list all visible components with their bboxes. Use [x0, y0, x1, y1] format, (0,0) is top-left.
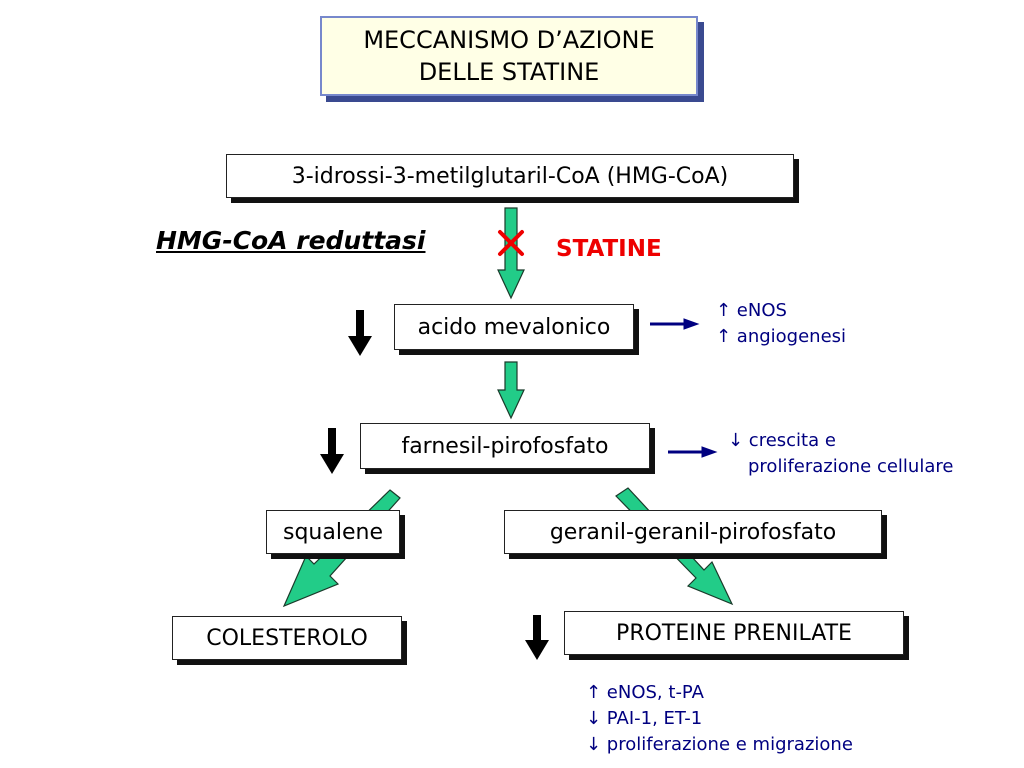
node-proteine-prenilate-label: PROTEINE PRENILATE [616, 620, 852, 646]
node-squalene: squalene [266, 510, 400, 554]
node-hmg-coa: 3-idrossi-3-metilglutaril-CoA (HMG-CoA) [226, 154, 794, 198]
node-farnesil-pirofosfato-label: farnesil-pirofosfato [401, 433, 609, 459]
cross-icon [498, 230, 524, 256]
down-arrow-icon [320, 428, 344, 474]
effect-line: ↓ PAI-1, ET-1 [586, 708, 703, 729]
node-geranil-geranil-pirofosfato: geranil-geranil-pirofosfato [504, 510, 882, 554]
node-geranil-label: geranil-geranil-pirofosfato [549, 519, 837, 545]
node-acido-mevalonico: acido mevalonico [394, 304, 634, 350]
effect-line: proliferazione cellulare [748, 456, 954, 477]
node-proteine-prenilate: PROTEINE PRENILATE [564, 611, 904, 655]
effect-line: ↑ eNOS [716, 300, 787, 321]
down-arrow-icon [348, 310, 372, 356]
node-hmg-coa-label: 3-idrossi-3-metilglutaril-CoA (HMG-CoA) [291, 163, 729, 189]
node-squalene-label: squalene [283, 519, 383, 545]
effects-mevalonico: ↑ eNOS ↑ angiogenesi [716, 298, 846, 350]
effect-line: ↑ angiogenesi [716, 326, 847, 347]
effect-line: ↓ proliferazione e migrazione [586, 734, 853, 755]
effect-line: ↓ crescita e [728, 430, 836, 451]
right-arrow-icon [650, 318, 700, 330]
node-acido-mevalonico-label: acido mevalonico [417, 314, 611, 340]
node-colesterolo: COLESTEROLO [172, 616, 402, 660]
right-arrow-icon [668, 446, 718, 458]
inhibitor-label: STATINE [556, 236, 662, 262]
effect-line: ↑ eNOS, t-PA [586, 682, 704, 703]
title-line-2: DELLE STATINE [418, 58, 600, 86]
node-farnesil-pirofosfato: farnesil-pirofosfato [360, 423, 650, 469]
enzyme-label: HMG-CoA reduttasi [156, 226, 426, 255]
node-colesterolo-label: COLESTEROLO [206, 625, 368, 651]
page-title: MECCANISMO D’AZIONE DELLE STATINE [320, 16, 698, 96]
down-arrow-icon [525, 615, 549, 660]
pathway-arrow-icon [497, 361, 525, 420]
effects-proteine: ↑ eNOS, t-PA ↓ PAI-1, ET-1 ↓ proliferazi… [586, 680, 853, 758]
title-line-1: MECCANISMO D’AZIONE [363, 26, 655, 54]
pathway-arrow-icon [497, 207, 525, 300]
effects-farnesil: ↓ crescita e proliferazione cellulare [728, 428, 953, 480]
